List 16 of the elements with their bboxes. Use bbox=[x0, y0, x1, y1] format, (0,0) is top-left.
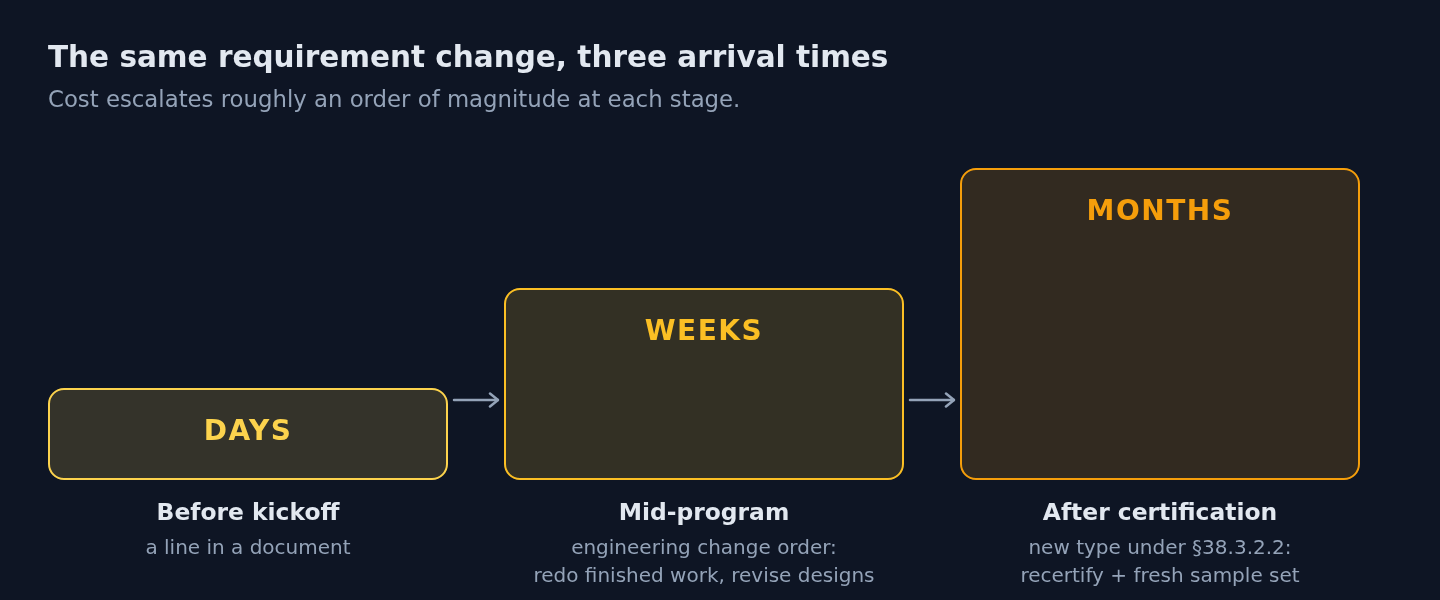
duration-label: DAYS bbox=[203, 414, 293, 448]
stage-name: After certification bbox=[1042, 497, 1278, 528]
stage-description: new type under §38.3.2.2: recertify + fresh sample set bbox=[1020, 534, 1300, 590]
stage-name: Mid-program bbox=[618, 497, 790, 528]
arrow bbox=[452, 392, 500, 408]
duration-label: WEEKS bbox=[644, 314, 764, 348]
stage-description: engineering change order: redo finished work, revise designs bbox=[533, 534, 875, 590]
subtitle-text: Cost escalates roughly an order of magnitude at each stage. bbox=[48, 85, 741, 114]
stage-description: a line in a document bbox=[145, 534, 351, 562]
stage-name: Before kickoff bbox=[156, 497, 340, 528]
diagram-title: The same requirement change, three arrival times bbox=[48, 40, 889, 76]
stage-card bbox=[48, 388, 448, 480]
arrow bbox=[908, 392, 956, 408]
stage-card bbox=[960, 168, 1360, 480]
stage-card bbox=[504, 288, 904, 480]
duration-label: MONTHS bbox=[1086, 194, 1234, 228]
